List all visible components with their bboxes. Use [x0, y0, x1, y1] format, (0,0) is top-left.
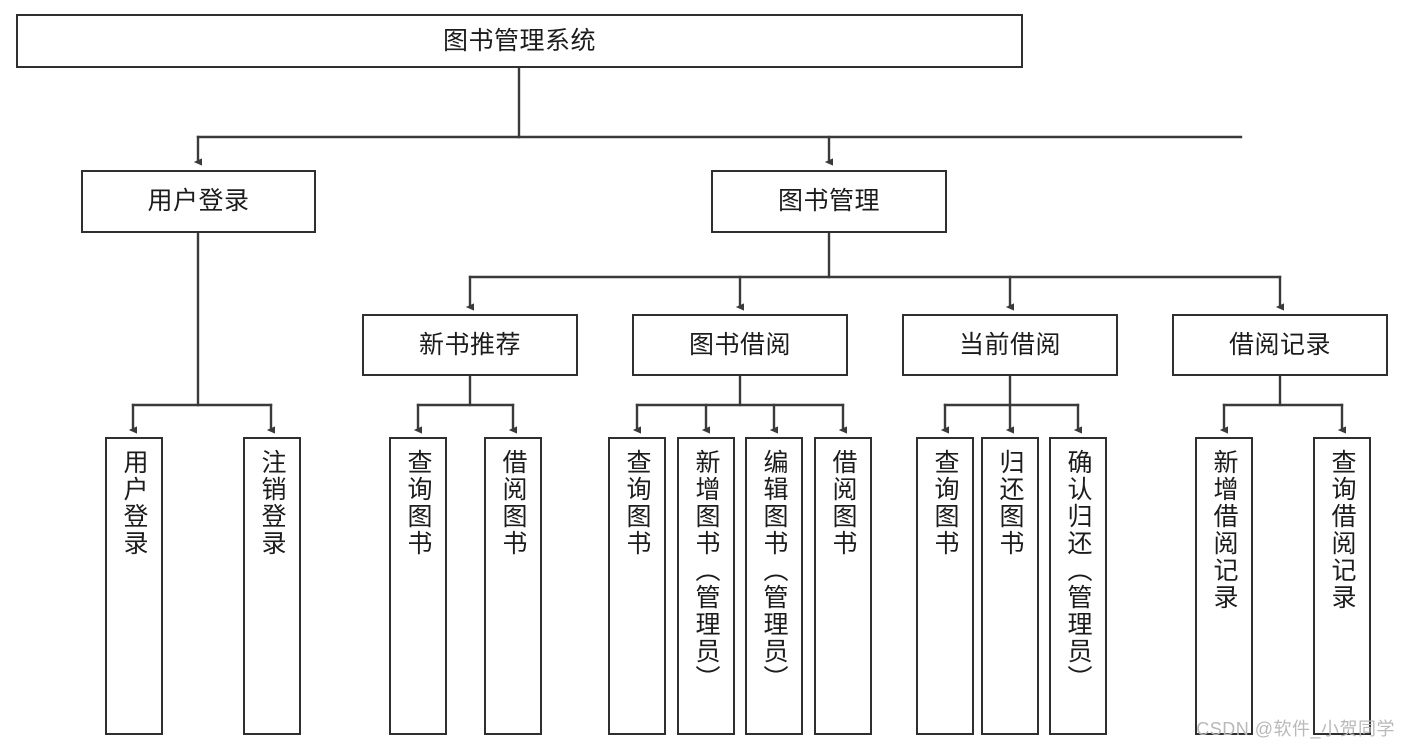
node-label: 借阅图书 [499, 449, 527, 557]
node-user-login[interactable]: 用户登录 [81, 170, 316, 233]
node-label: 编辑图书（管理员） [760, 449, 788, 692]
node-leaf-logout-login[interactable]: 注销登录 [243, 437, 301, 735]
node-leaf-add-borrow-record[interactable]: 新增借阅记录 [1195, 437, 1253, 735]
node-label: 新书推荐 [418, 330, 521, 359]
node-leaf-return-book[interactable]: 归还图书 [981, 437, 1039, 735]
node-label: 图书管理系统 [442, 26, 596, 55]
node-label: 图书借阅 [688, 330, 791, 359]
node-label: 查询图书 [404, 449, 432, 557]
node-label: 查询图书 [931, 449, 959, 557]
node-new-book-recommend[interactable]: 新书推荐 [362, 314, 578, 376]
node-borrow-record[interactable]: 借阅记录 [1172, 314, 1388, 376]
node-leaf-query-borrow-record[interactable]: 查询借阅记录 [1313, 437, 1371, 735]
node-leaf-query-book-borrow[interactable]: 查询图书 [608, 437, 666, 735]
node-label: 借阅图书 [829, 449, 857, 557]
node-leaf-add-book[interactable]: 新增图书（管理员） [677, 437, 735, 735]
node-book-borrow[interactable]: 图书借阅 [632, 314, 848, 376]
node-label: 查询图书 [623, 449, 651, 557]
node-label: 查询借阅记录 [1328, 449, 1356, 611]
node-leaf-user-login[interactable]: 用户登录 [105, 437, 163, 735]
node-root-book-management-system[interactable]: 图书管理系统 [16, 14, 1023, 68]
node-label: 注销登录 [258, 449, 286, 557]
node-leaf-edit-book[interactable]: 编辑图书（管理员） [745, 437, 803, 735]
node-leaf-query-book-recommend[interactable]: 查询图书 [389, 437, 447, 735]
node-current-borrow[interactable]: 当前借阅 [902, 314, 1118, 376]
node-label: 归还图书 [996, 449, 1024, 557]
node-label: 新增借阅记录 [1210, 449, 1238, 611]
node-leaf-borrow-book[interactable]: 借阅图书 [814, 437, 872, 735]
node-label: 新增图书（管理员） [692, 449, 720, 692]
node-book-management[interactable]: 图书管理 [711, 170, 947, 233]
node-label: 用户登录 [147, 187, 250, 216]
node-leaf-query-book-current[interactable]: 查询图书 [916, 437, 974, 735]
node-label: 确认归还（管理员） [1064, 449, 1092, 692]
node-leaf-borrow-book-recommend[interactable]: 借阅图书 [484, 437, 542, 735]
node-label: 用户登录 [120, 449, 148, 557]
node-label: 图书管理 [777, 187, 880, 216]
node-leaf-confirm-return[interactable]: 确认归还（管理员） [1049, 437, 1107, 735]
node-label: 当前借阅 [958, 330, 1061, 359]
node-label: 借阅记录 [1228, 330, 1331, 359]
